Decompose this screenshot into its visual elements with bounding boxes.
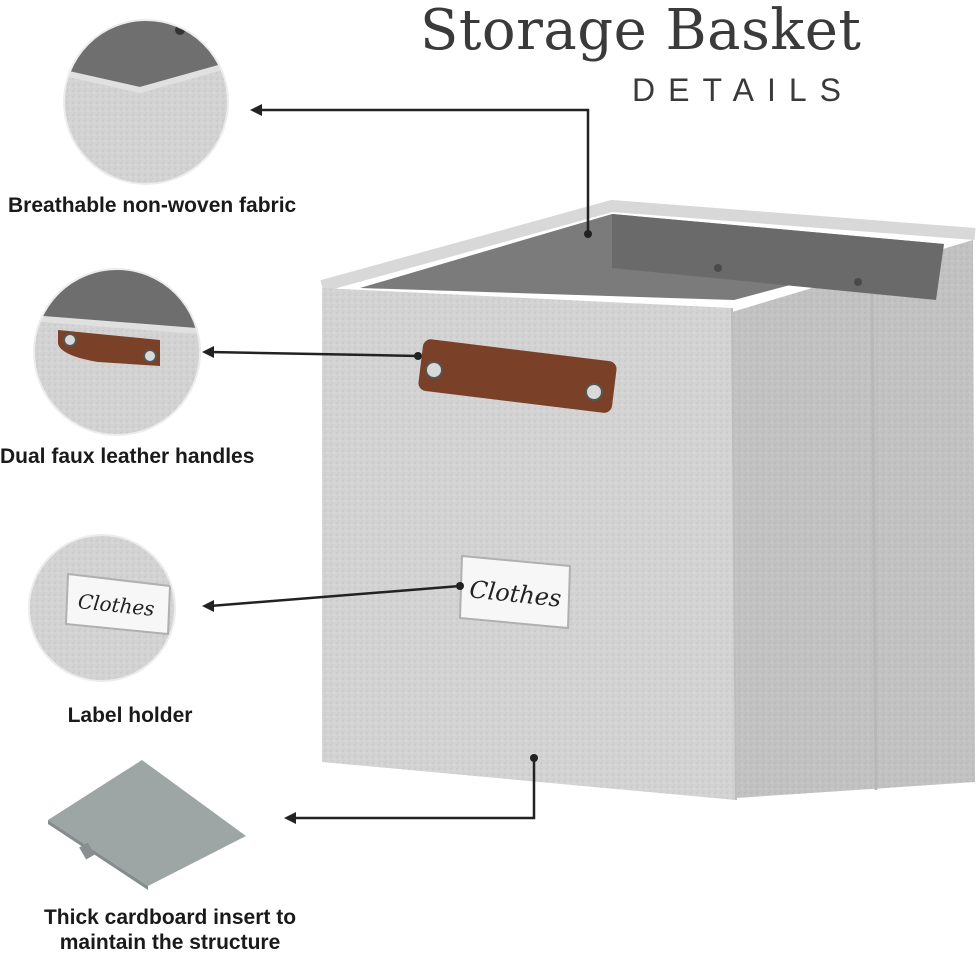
basket-side — [732, 240, 975, 798]
label-detail — [29, 535, 175, 681]
caption-insert-line2: maintain the structure — [59, 931, 281, 954]
caption-insert: Thick cardboard insert to maintain the s… — [20, 905, 320, 955]
label-holder — [458, 554, 572, 630]
leather-handle — [418, 339, 617, 413]
fabric-detail — [64, 20, 228, 184]
page-subtitle: DETAILS — [632, 72, 854, 108]
basket-front — [322, 288, 736, 800]
callout-markers — [202, 104, 592, 824]
caption-label-holder: Label holder — [67, 704, 193, 727]
caption-handles: Dual faux leather handles — [0, 445, 255, 468]
cardboard-insert — [48, 760, 246, 890]
callout-lines — [209, 108, 590, 820]
caption-fabric: Breathable non-woven fabric — [8, 194, 297, 217]
basket — [320, 199, 976, 801]
page-title: Storage Basket — [420, 0, 862, 63]
caption-insert-line1: Thick cardboard insert to — [43, 906, 297, 929]
